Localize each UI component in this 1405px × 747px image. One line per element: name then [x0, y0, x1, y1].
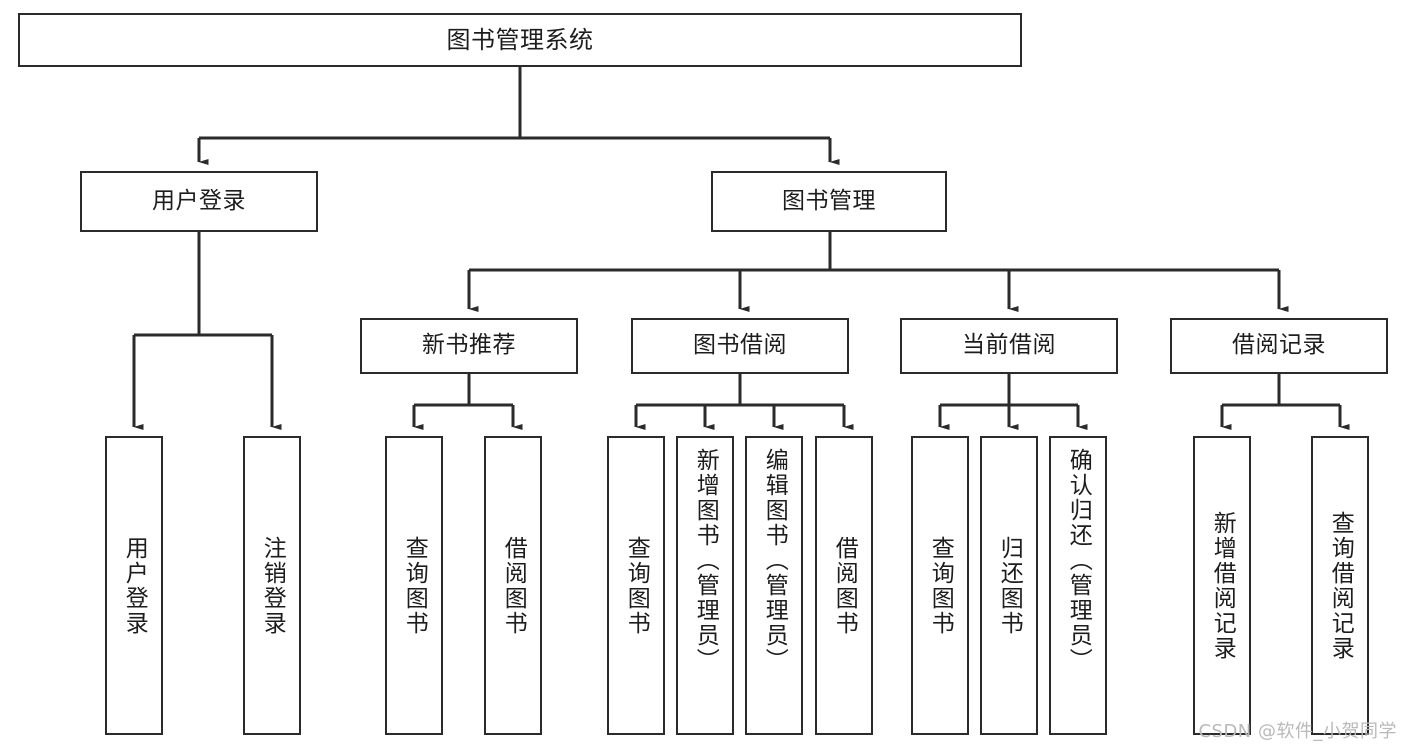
leaf-query-book-1-label: 查询图书 — [401, 535, 428, 636]
leaf-confirm-return[interactable]: 确认归还（管理员） — [1049, 436, 1107, 735]
node-new-book-recommend[interactable]: 新书推荐 — [360, 318, 578, 374]
node-book-manage[interactable]: 图书管理 — [711, 171, 947, 232]
leaf-query-record-label: 查询借阅记录 — [1327, 510, 1354, 661]
leaf-add-book-label: 新增图书（管理员） — [692, 448, 719, 673]
leaf-return-book-label: 归还图书 — [996, 535, 1023, 636]
leaf-logout[interactable]: 注销登录 — [243, 436, 301, 735]
node-user-login[interactable]: 用户登录 — [80, 171, 318, 232]
leaf-query-book-3[interactable]: 查询图书 — [911, 436, 969, 735]
node-borrow-record[interactable]: 借阅记录 — [1170, 318, 1388, 374]
node-book-manage-label: 图书管理 — [782, 187, 876, 214]
leaf-query-book-3-label: 查询图书 — [927, 535, 954, 636]
leaf-query-book-2-label: 查询图书 — [623, 535, 650, 636]
leaf-add-record-label: 新增借阅记录 — [1209, 510, 1236, 661]
leaf-borrow-book-2[interactable]: 借阅图书 — [815, 436, 873, 735]
leaf-query-record[interactable]: 查询借阅记录 — [1311, 436, 1369, 735]
leaf-query-book-2[interactable]: 查询图书 — [607, 436, 665, 735]
leaf-logout-label: 注销登录 — [259, 535, 286, 636]
leaf-query-book-1[interactable]: 查询图书 — [385, 436, 443, 735]
leaf-return-book[interactable]: 归还图书 — [980, 436, 1038, 735]
leaf-borrow-book-2-label: 借阅图书 — [831, 535, 858, 636]
leaf-edit-book-label: 编辑图书（管理员） — [761, 448, 788, 673]
leaf-user-login-label: 用户登录 — [121, 535, 148, 636]
leaf-borrow-book-1-label: 借阅图书 — [500, 535, 527, 636]
node-new-book-recommend-label: 新书推荐 — [422, 332, 516, 359]
leaf-confirm-return-label: 确认归还（管理员） — [1065, 448, 1092, 673]
node-user-login-label: 用户登录 — [152, 187, 246, 214]
leaf-add-book[interactable]: 新增图书（管理员） — [676, 436, 734, 735]
node-current-borrow[interactable]: 当前借阅 — [900, 318, 1118, 374]
node-book-borrow-label: 图书借阅 — [693, 332, 787, 359]
node-root[interactable]: 图书管理系统 — [18, 13, 1022, 67]
csdn-watermark: CSDN @软件_小贺同学 — [1198, 721, 1397, 742]
leaf-edit-book[interactable]: 编辑图书（管理员） — [745, 436, 803, 735]
node-root-label: 图书管理系统 — [446, 25, 594, 54]
node-book-borrow[interactable]: 图书借阅 — [631, 318, 849, 374]
leaf-add-record[interactable]: 新增借阅记录 — [1193, 436, 1251, 735]
leaf-user-login[interactable]: 用户登录 — [105, 436, 163, 735]
leaf-borrow-book-1[interactable]: 借阅图书 — [484, 436, 542, 735]
node-current-borrow-label: 当前借阅 — [962, 332, 1056, 359]
node-borrow-record-label: 借阅记录 — [1232, 332, 1326, 359]
